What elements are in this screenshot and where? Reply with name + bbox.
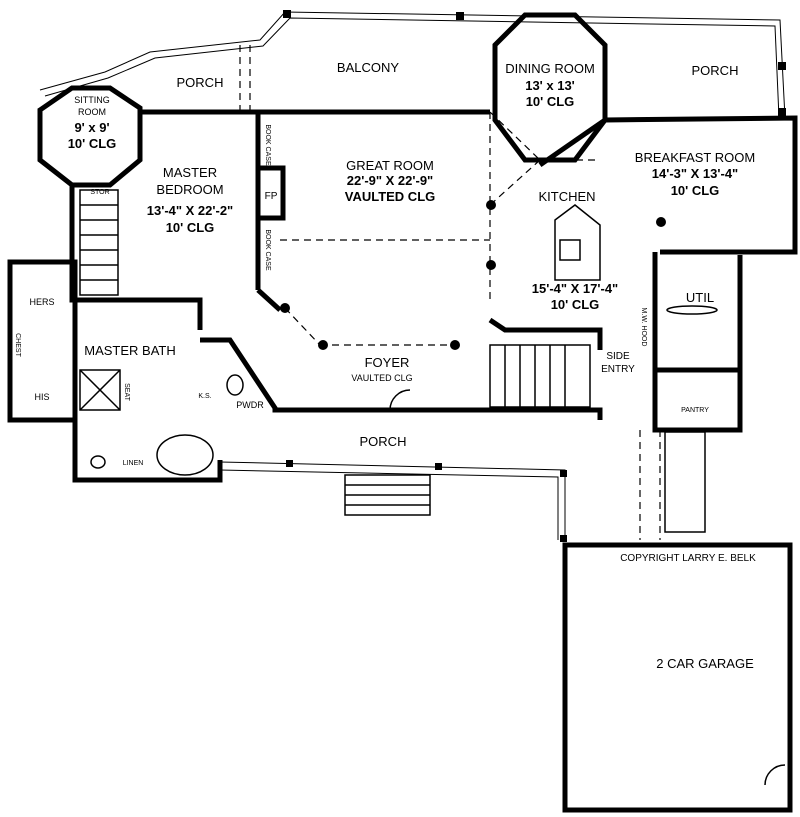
beams [280, 111, 666, 350]
sitting-room-label: SITTING [74, 95, 110, 105]
pwdr-label: PWDR [236, 400, 264, 410]
hers-closet-label: HERS [29, 297, 54, 307]
linen-label: LINEN [123, 460, 144, 467]
ks-label: K.S. [198, 393, 211, 400]
garage-label: 2 CAR GARAGE [656, 656, 754, 671]
front-porch-label: PORCH [360, 434, 407, 449]
porch-right-label: PORCH [692, 63, 739, 78]
master-bedroom-ceiling: 10' CLG [166, 220, 215, 235]
stairs [79, 189, 591, 408]
great-room-size: 22'-9" X 22'-9" [347, 173, 433, 188]
master-bedroom-size: 13'-4" X 22'-2" [147, 203, 233, 218]
book-case-top-label: BOOK CASE [264, 124, 271, 166]
garage-door-swing [764, 764, 786, 786]
book-case-bottom-label: BOOK CASE [264, 229, 271, 271]
breakfast-room-ceiling: 10' CLG [671, 183, 720, 198]
sitting-room-size: 9' x 9' [74, 120, 109, 135]
front-door-swing [389, 389, 411, 411]
cooktop-icon [559, 239, 581, 261]
side-entry-label: SIDE [606, 351, 630, 362]
great-room-ceiling: VAULTED CLG [345, 189, 436, 204]
util-label: UTIL [686, 290, 714, 305]
balcony-label: BALCONY [337, 60, 399, 75]
fireplace-label: FP [265, 191, 278, 202]
master-bedroom-label: MASTER [163, 165, 217, 180]
front-porch-railing [219, 430, 706, 542]
master-bath-label: MASTER BATH [84, 343, 176, 358]
breakfast-room-size: 14'-3" X 13'-4" [652, 166, 738, 181]
dining-room-size: 13' x 13' [525, 78, 575, 93]
copyright-text: COPYRIGHT LARRY E. BELK [620, 553, 756, 564]
room-labels: PORCH BALCONY DINING ROOM 13' x 13' 10' … [14, 60, 756, 671]
his-closet-label: HIS [34, 392, 49, 402]
sitting-room-label-2: ROOM [78, 107, 106, 117]
mw-hood-label: M.W. HOOD [640, 308, 647, 347]
great-room-label: GREAT ROOM [346, 158, 434, 173]
kitchen-ceiling: 10' CLG [551, 297, 600, 312]
dining-room-ceiling: 10' CLG [526, 94, 575, 109]
seat-label: SEAT [123, 383, 130, 401]
stor-label: STOR [90, 189, 109, 196]
dining-room-label: DINING ROOM [505, 61, 595, 76]
foyer-label: FOYER [365, 355, 410, 370]
kitchen-label: KITCHEN [538, 189, 595, 204]
kitchen-island [554, 204, 601, 281]
pantry-label: PANTRY [681, 407, 709, 414]
porch-railing [39, 10, 786, 119]
shower-icon [79, 369, 121, 411]
chest-label: CHEST [14, 333, 21, 357]
kitchen-size: 15'-4" X 17'-4" [532, 281, 618, 296]
side-entry-label-2: ENTRY [601, 364, 635, 375]
breakfast-room-label: BREAKFAST ROOM [635, 150, 755, 165]
sitting-room-ceiling: 10' CLG [68, 136, 117, 151]
bathtub-icon [156, 434, 214, 476]
toilet-icon [90, 455, 106, 469]
foyer-ceiling: VAULTED CLG [351, 373, 412, 383]
porch-left-label: PORCH [177, 75, 224, 90]
walls [7, 12, 798, 813]
fixtures [79, 165, 786, 786]
master-bedroom-label-2: BEDROOM [156, 182, 223, 197]
